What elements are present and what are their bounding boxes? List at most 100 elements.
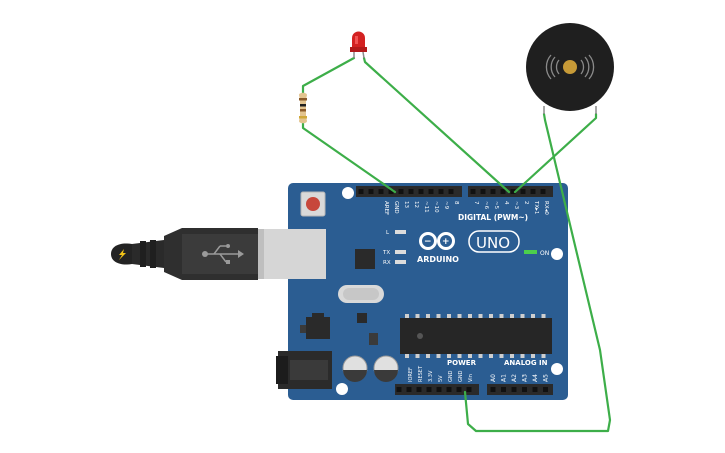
brand-label: ARDUINO [417, 255, 459, 264]
header-socket[interactable] [396, 387, 402, 392]
chip-pin [510, 314, 514, 318]
header-socket[interactable] [426, 387, 432, 392]
header-socket[interactable] [490, 189, 496, 194]
header-socket[interactable] [408, 189, 414, 194]
led-rx [395, 260, 406, 264]
wire-resistor-to-pin13[interactable] [301, 121, 397, 194]
wire-led-to-pin4[interactable] [362, 56, 511, 194]
infinity-icon [419, 232, 455, 250]
usb-chip [355, 249, 375, 269]
digital-pin-label: 7 [473, 201, 479, 205]
chip-pin [489, 354, 493, 358]
mounting-hole [342, 187, 354, 199]
led-dome [352, 31, 365, 47]
chip-pin [531, 354, 535, 358]
power-pin-label: IOREF [408, 367, 414, 382]
digital-pin-label: 8 [453, 201, 459, 205]
header-socket[interactable] [378, 189, 384, 194]
chip-pin [457, 314, 462, 318]
header-socket[interactable] [428, 189, 434, 194]
usb-strain-relief [132, 240, 164, 268]
led-l-label: L [386, 230, 390, 236]
wire-buzzer-to-gnd[interactable] [463, 112, 612, 433]
header-socket[interactable] [446, 387, 452, 392]
chip-pin [468, 354, 472, 358]
header-socket[interactable] [398, 189, 404, 194]
usb-symbol-icon [202, 244, 244, 264]
piezo-buzzer[interactable] [526, 23, 614, 114]
header-socket[interactable] [358, 189, 364, 194]
header-socket[interactable] [532, 387, 538, 392]
digital-pin-label: AREF [383, 201, 389, 215]
header-socket[interactable] [448, 189, 454, 194]
arduino-logo: − + ARDUINO [417, 232, 459, 264]
header-socket[interactable] [543, 387, 548, 392]
chip-pin [489, 314, 493, 318]
digital-pin-label: 2 [523, 201, 529, 205]
crystal-inner [343, 288, 379, 300]
digital-header-label: DIGITAL (PWM~) [458, 213, 528, 222]
header-socket[interactable] [470, 189, 476, 194]
header-socket[interactable] [511, 387, 517, 392]
analog-pin-label: A4 [532, 374, 539, 382]
header-socket[interactable] [456, 387, 462, 392]
analog-pin-label: A1 [501, 374, 508, 382]
digital-pin-label: 4 [503, 201, 509, 205]
header-socket[interactable] [406, 387, 412, 392]
header-socket[interactable] [510, 189, 516, 194]
on-led [524, 250, 537, 254]
chip-pin [478, 314, 483, 318]
power-header-label: POWER [447, 359, 477, 367]
chip-pin [436, 314, 441, 318]
header-socket[interactable] [480, 189, 486, 194]
smd-part [369, 333, 378, 345]
usb-cable[interactable] [111, 228, 326, 280]
digital-pin-label: ~5 [493, 201, 499, 210]
analog-header-label: ANALOG IN [504, 359, 548, 367]
wire-buzzer-to-pin3[interactable] [513, 112, 598, 194]
chip-pin [520, 314, 525, 318]
power-pin-label: 3.3V [428, 370, 434, 382]
chip-pin [478, 354, 483, 358]
analog-header [487, 384, 553, 395]
header-socket[interactable] [490, 387, 496, 392]
header-socket[interactable] [500, 189, 506, 194]
header-socket[interactable] [436, 387, 442, 392]
wire-led-to-resistor[interactable] [301, 56, 356, 95]
analog-pin-label: A5 [543, 374, 550, 382]
analog-pin-label: A0 [490, 374, 497, 382]
reset-button-cap[interactable] [306, 197, 320, 211]
header-socket[interactable] [438, 189, 444, 194]
header-socket[interactable] [540, 189, 546, 194]
digital-pin-label: ~11 [423, 201, 429, 213]
header-socket[interactable] [418, 189, 424, 194]
bottom-sockets [396, 387, 548, 392]
chip-pin [531, 314, 535, 318]
red-led[interactable] [350, 31, 367, 59]
header-socket[interactable] [388, 189, 394, 194]
chip-pin [468, 314, 472, 318]
power-pin-label: GND [448, 370, 454, 382]
sound-waves-icon [545, 54, 595, 80]
header-socket[interactable] [522, 387, 527, 392]
header-socket[interactable] [416, 387, 422, 392]
mounting-hole [551, 248, 563, 260]
header-socket[interactable] [466, 387, 472, 392]
dc-power-jack[interactable] [276, 351, 332, 389]
voltage-regulator-tab [312, 313, 324, 318]
wires[interactable] [301, 56, 612, 433]
digital-pin-label: 12 [413, 201, 419, 208]
header-socket[interactable] [530, 189, 536, 194]
digital-pin-label: TX▸1 [533, 200, 539, 214]
chip-pin [405, 354, 409, 358]
header-socket[interactable] [368, 189, 374, 194]
chip-pin [415, 314, 420, 318]
header-socket[interactable] [501, 387, 506, 392]
chip-pin [457, 354, 462, 358]
resistor[interactable] [299, 92, 307, 124]
capacitor [373, 355, 399, 382]
lightning-icon [119, 249, 126, 260]
header-socket[interactable] [520, 189, 526, 194]
digital-pin-label: 13 [403, 201, 409, 208]
